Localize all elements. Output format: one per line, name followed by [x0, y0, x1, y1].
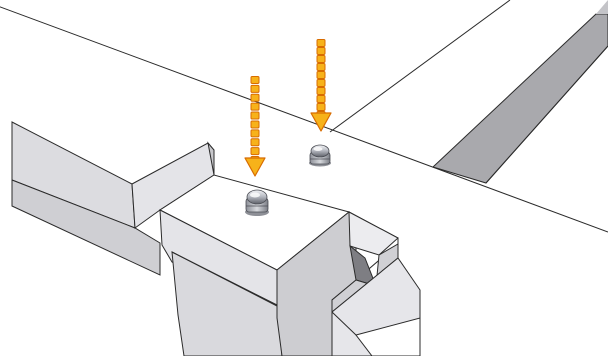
right-channel[interactable] — [432, 0, 608, 184]
arrow-segment — [316, 95, 326, 103]
left-beam-notch-side — [207, 141, 215, 176]
arrow-segment — [316, 79, 326, 87]
arrow-segment — [250, 76, 260, 84]
arrow-segment — [316, 47, 326, 55]
center-block-crease — [171, 251, 278, 307]
right-channel-wall — [596, 0, 608, 14]
arrow-segment — [250, 129, 260, 138]
arrow-segment — [316, 87, 326, 95]
arrow-segment — [316, 55, 326, 63]
arrow-segment — [316, 39, 326, 47]
right-notch-ledge-edge — [331, 311, 357, 336]
arrow-segment — [250, 102, 260, 111]
arrow-segment — [250, 138, 260, 147]
plate-edge-long — [0, 6, 608, 233]
arrow-segment — [250, 111, 260, 120]
arrow-segment — [316, 63, 326, 71]
arrow-segment — [316, 103, 326, 111]
hex-nut-left-highlight — [250, 192, 260, 198]
left-beam-lower — [11, 179, 161, 276]
center-block[interactable] — [159, 174, 357, 356]
arrow-segment — [250, 120, 260, 129]
hex-nut-right[interactable] — [309, 144, 331, 167]
download-arrow-icon — [244, 76, 266, 177]
arrow-segment — [250, 147, 260, 156]
arrow-segment — [250, 93, 260, 102]
arrow-segment — [250, 84, 260, 93]
download-arrow-icon — [310, 39, 332, 132]
arrow-head — [244, 157, 266, 177]
right-notch-bottom-step — [355, 317, 421, 356]
center-block-front-lower — [171, 251, 283, 356]
right-notch[interactable] — [331, 211, 421, 356]
arrow-segment — [316, 71, 326, 79]
plate-edge-upper — [329, 0, 511, 133]
hex-nut-right-cap — [310, 144, 330, 158]
right-channel-edge — [485, 45, 608, 184]
hex-nut-right-highlight — [313, 147, 323, 151]
left-beam[interactable] — [11, 121, 215, 276]
hex-nut-left[interactable] — [245, 189, 269, 216]
arrow-head — [310, 112, 332, 132]
right-channel-floor — [432, 13, 608, 184]
